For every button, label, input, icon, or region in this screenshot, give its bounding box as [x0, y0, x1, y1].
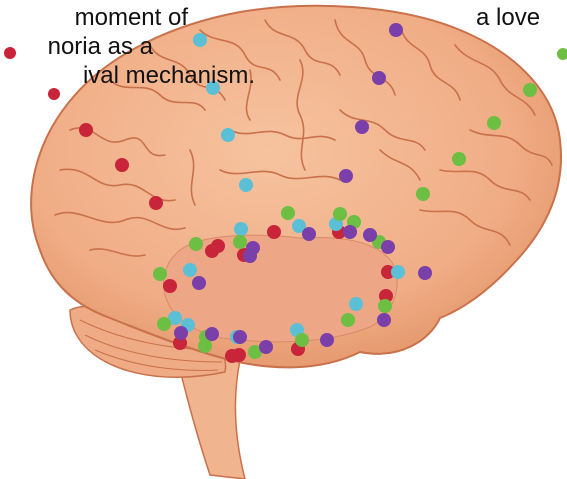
- green-marker-dot: [416, 187, 430, 201]
- green-marker-dot: [557, 48, 567, 60]
- green-marker-dot: [452, 152, 466, 166]
- teal-marker-dot: [349, 297, 363, 311]
- red-marker-dot: [205, 244, 219, 258]
- red-marker-dot: [79, 123, 93, 137]
- teal-marker-dot: [193, 33, 207, 47]
- green-marker-dot: [295, 333, 309, 347]
- teal-marker-dot: [239, 178, 253, 192]
- purple-marker-dot: [174, 326, 188, 340]
- teal-marker-dot: [234, 222, 248, 236]
- purple-marker-dot: [302, 227, 316, 241]
- purple-marker-dot: [418, 266, 432, 280]
- purple-marker-dot: [343, 225, 357, 239]
- green-marker-dot: [281, 206, 295, 220]
- caption-left-line-1: moment of: [75, 3, 188, 32]
- green-marker-dot: [341, 313, 355, 327]
- caption-right: a love: [476, 3, 540, 32]
- red-marker-dot: [115, 158, 129, 172]
- red-marker-dot: [267, 225, 281, 239]
- purple-marker-dot: [233, 330, 247, 344]
- green-marker-dot: [233, 235, 247, 249]
- purple-marker-dot: [320, 333, 334, 347]
- red-marker-dot: [163, 279, 177, 293]
- red-marker-dot: [48, 88, 60, 100]
- green-marker-dot: [189, 237, 203, 251]
- caption-right-line-1: a love: [476, 4, 540, 31]
- purple-marker-dot: [192, 276, 206, 290]
- caption-left-line-3: ival mechanism.: [83, 61, 255, 90]
- red-marker-dot: [149, 196, 163, 210]
- purple-marker-dot: [381, 240, 395, 254]
- teal-marker-dot: [183, 263, 197, 277]
- purple-marker-dot: [363, 228, 377, 242]
- purple-marker-dot: [243, 249, 257, 263]
- teal-marker-dot: [391, 265, 405, 279]
- red-marker-dot: [225, 349, 239, 363]
- caption-left-line-2: noria as a: [48, 32, 153, 61]
- green-marker-dot: [487, 116, 501, 130]
- green-marker-dot: [523, 83, 537, 97]
- purple-marker-dot: [205, 327, 219, 341]
- red-marker-dot: [4, 47, 16, 59]
- purple-marker-dot: [259, 340, 273, 354]
- green-marker-dot: [157, 317, 171, 331]
- green-marker-dot: [333, 207, 347, 221]
- green-marker-dot: [378, 299, 392, 313]
- purple-marker-dot: [339, 169, 353, 183]
- purple-marker-dot: [389, 23, 403, 37]
- green-marker-dot: [153, 267, 167, 281]
- teal-marker-dot: [221, 128, 235, 142]
- purple-marker-dot: [377, 313, 391, 327]
- purple-marker-dot: [372, 71, 386, 85]
- purple-marker-dot: [355, 120, 369, 134]
